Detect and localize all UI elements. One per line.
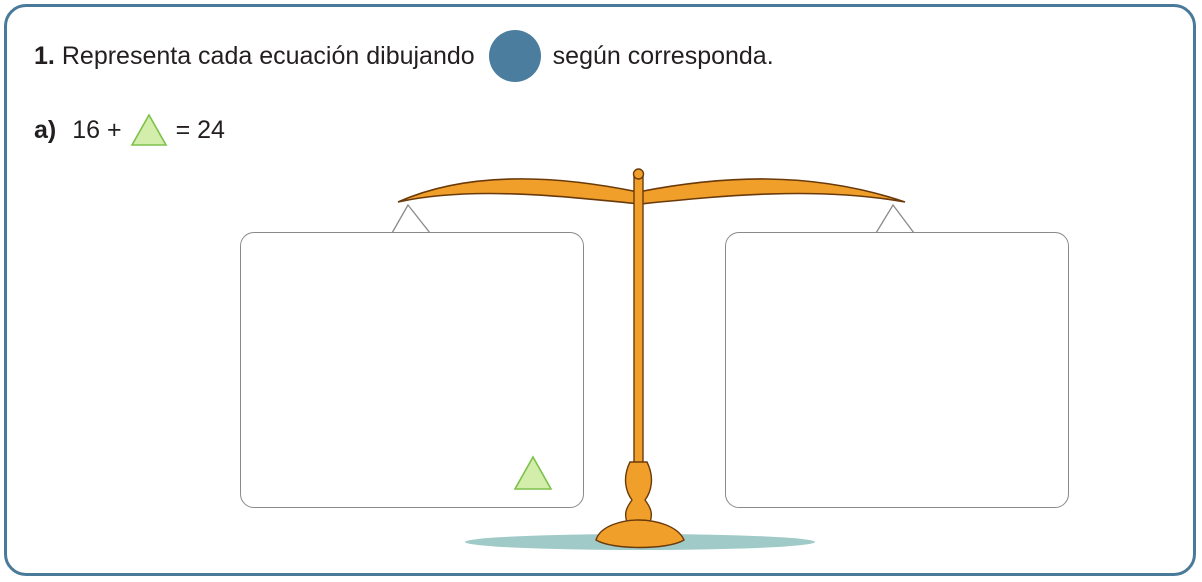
scale-foot — [595, 519, 685, 549]
equation-right-part: = 24 — [175, 116, 225, 144]
scale-knob — [632, 168, 645, 180]
instruction-text-before: Representa cada ecuación dibujando — [61, 42, 475, 70]
green-triangle-icon — [513, 455, 553, 490]
scale-beam — [397, 178, 906, 205]
equation-a: a) 16 + = 24 — [34, 112, 225, 148]
exercise-number: 1. — [34, 42, 55, 70]
right-pan[interactable] — [725, 232, 1069, 508]
left-hanger-icon — [390, 203, 432, 234]
instruction-text-after: según corresponda. — [552, 42, 774, 70]
green-triangle-icon — [130, 113, 167, 146]
blue-circle-icon — [488, 30, 541, 82]
instruction: 1. Representa cada ecuación dibujando se… — [34, 30, 774, 82]
equation-label: a) — [34, 116, 57, 144]
right-hanger-icon — [874, 203, 916, 234]
scale-base-column — [624, 461, 653, 523]
scale-pole — [633, 175, 644, 467]
equation-left-term: 16 + — [72, 116, 122, 144]
left-pan[interactable] — [240, 232, 584, 508]
